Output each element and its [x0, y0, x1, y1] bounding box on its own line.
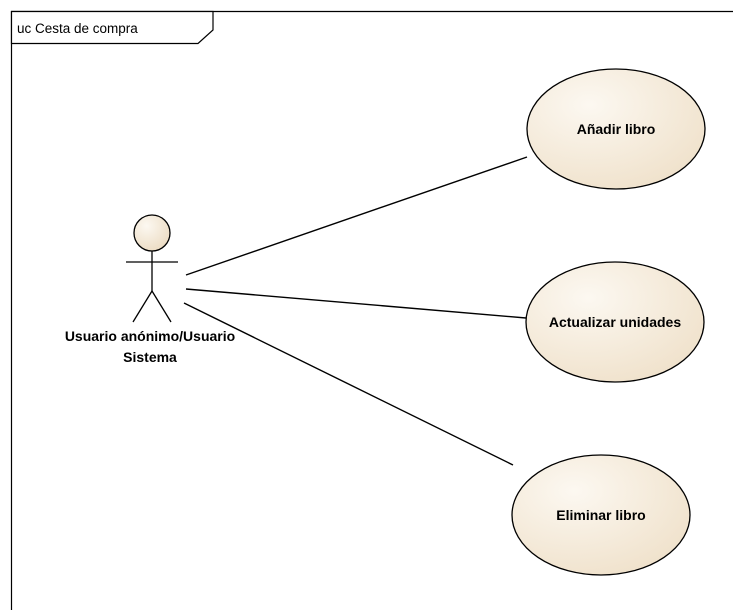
use-case-ellipse — [525, 261, 705, 383]
use-case-update-units[interactable]: Actualizar unidades — [525, 261, 705, 383]
use-case-ellipse — [511, 454, 691, 576]
use-case-ellipse — [526, 68, 706, 190]
association-line-add-book — [185, 156, 528, 276]
association-line-delete-book — [183, 302, 514, 466]
actor-name-line2: Sistema — [123, 349, 177, 365]
actor-head — [133, 214, 171, 252]
use-case-add-book[interactable]: Añadir libro — [526, 68, 706, 190]
actor-stick-figure-icon — [126, 214, 178, 323]
frame-label: uc Cesta de compra — [17, 21, 138, 36]
frame-label-tab — [10, 10, 214, 45]
use-case-label: Añadir libro — [577, 121, 656, 137]
associations — [183, 156, 528, 466]
actor-name-line1: Usuario anónimo/Usuario — [65, 328, 235, 344]
association-line-update-units — [185, 288, 527, 319]
use-case-label: Eliminar libro — [556, 507, 645, 523]
actor[interactable]: Usuario anónimo/Usuario Sistema — [65, 214, 235, 365]
use-case-label: Actualizar unidades — [549, 314, 681, 330]
actor-right-leg — [151, 290, 172, 323]
use-case-delete-book[interactable]: Eliminar libro — [511, 454, 691, 576]
diagram-frame: uc Cesta de compra — [10, 10, 733, 610]
actor-left-leg — [132, 290, 153, 323]
